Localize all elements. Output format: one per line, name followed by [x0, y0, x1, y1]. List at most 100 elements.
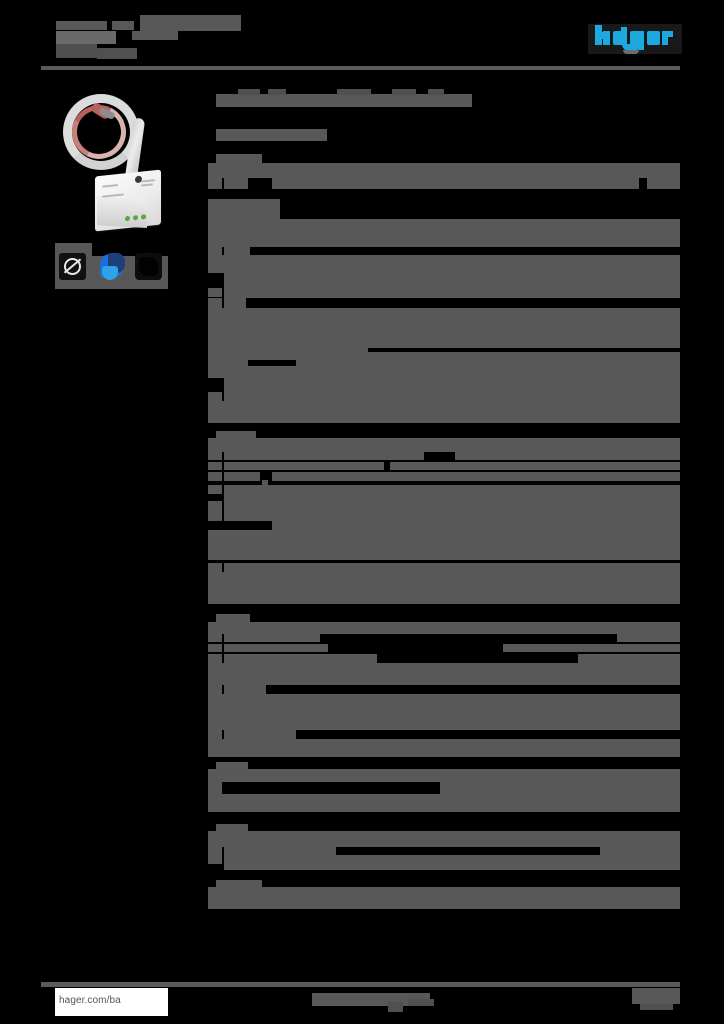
section-3-row-5-body	[224, 501, 680, 521]
section-1-row-value-3	[647, 163, 680, 189]
section-4-row-6-body	[224, 730, 296, 739]
blue-blob-icon	[99, 253, 126, 280]
page-title	[216, 94, 472, 107]
section-3-row-3-bullet	[262, 480, 268, 486]
no-entry-icon	[59, 253, 86, 280]
section-3-heading	[216, 431, 256, 438]
section-7-row-1-body	[208, 887, 680, 909]
section-2-row-1-body	[208, 255, 680, 273]
product-photo	[55, 90, 168, 240]
section-3-row-2-value	[390, 462, 680, 470]
section-4-row-3-label	[208, 654, 222, 663]
section-3-row-3-body	[224, 472, 260, 481]
section-1-row-value-2	[272, 178, 639, 189]
module-print-1	[102, 184, 118, 188]
footer-center-text-2	[388, 1002, 403, 1012]
section-5-heading	[216, 762, 248, 769]
icon-strip-notch	[92, 243, 168, 256]
page-title-accents-3	[337, 89, 371, 95]
section-5-body-tail	[208, 794, 680, 812]
module-print-3	[141, 179, 155, 183]
header-separator	[41, 66, 680, 70]
header-reference-2	[97, 48, 137, 59]
section-2-row-2-body	[250, 273, 680, 298]
section-4-row-3-body	[224, 654, 377, 663]
section-5-row-1-body	[208, 769, 680, 782]
section-2-row-4-label	[208, 348, 222, 356]
section-2-row-3-body	[248, 308, 680, 348]
section-3-row-1-body	[224, 452, 424, 460]
section-2-row-5-label	[208, 366, 222, 375]
hager-logo	[588, 24, 682, 54]
section-5-row-1-value-b	[440, 782, 680, 794]
module-print-4	[141, 183, 153, 187]
section-3-row-2-body	[224, 462, 384, 470]
footer-page-number-2	[640, 1004, 673, 1010]
knx-module-body	[95, 169, 161, 232]
section-6-row-2-value	[600, 847, 680, 855]
logo-shadow	[623, 50, 639, 54]
section-3-body-a	[208, 438, 680, 452]
header-title-line-1	[56, 21, 107, 30]
section-3-row-4-body	[224, 485, 680, 501]
section-2-row-3-label	[208, 298, 222, 308]
section-2-row-1-label	[208, 247, 222, 255]
section-3-row-3-value	[272, 472, 680, 481]
section-2-row-5-body	[224, 366, 680, 383]
section-3-row-2-label	[208, 462, 222, 470]
section-3-row-3-label	[208, 472, 222, 481]
section-3-row-6-body	[208, 530, 680, 560]
section-2-row-6-value	[224, 383, 248, 401]
section-3-tail-body	[224, 563, 680, 572]
section-3-row-5-value	[272, 521, 680, 530]
section-1-block	[208, 163, 680, 178]
section-6-row-2-label	[208, 847, 222, 855]
section-2-row-2-label	[208, 288, 222, 297]
section-4-body-a	[208, 622, 680, 634]
dark-square-icon-shape	[139, 257, 158, 276]
section-4-row-1-label	[208, 634, 222, 642]
section-1-heading	[216, 154, 262, 163]
logo-notch	[622, 44, 640, 51]
footer-center-text-3	[408, 999, 434, 1006]
section-2-row-7-body	[208, 401, 680, 423]
section-4-row-1-value	[617, 634, 680, 642]
header-reference	[56, 44, 97, 58]
section-4-heading	[216, 614, 250, 622]
section-2-row-6-label	[208, 392, 222, 401]
section-2-row-4-body	[296, 352, 680, 366]
section-4-row-6-value	[208, 739, 680, 757]
section-4-row-1-body	[224, 634, 320, 642]
page-subtitle	[216, 129, 327, 141]
no-entry-icon-ring	[64, 258, 81, 275]
section-2-body-a	[208, 219, 680, 247]
section-3-row-1-value	[455, 452, 680, 460]
header-subtitle	[132, 31, 178, 40]
footer-url-box[interactable]: hager.com/ba	[55, 988, 168, 1016]
section-4-row-4-body	[208, 663, 680, 685]
certification-icon-strip	[55, 243, 168, 289]
section-1-row-label	[208, 178, 222, 189]
section-4-row-3-value	[578, 654, 680, 663]
section-7-heading	[216, 880, 262, 887]
section-6-heading	[216, 824, 248, 831]
page-title-accents-2	[268, 89, 286, 95]
section-4-row-2-body	[224, 644, 328, 652]
header-title-line-1c	[140, 15, 241, 31]
section-3-row-4-label	[208, 485, 222, 494]
blue-blob-icon-part-c	[102, 266, 118, 280]
section-4-row-2-value	[503, 644, 680, 652]
section-3-row-5-label	[208, 501, 222, 521]
page-title-accents-5	[428, 89, 444, 95]
dark-square-icon	[135, 253, 162, 280]
page-title-accents	[238, 89, 260, 95]
section-6-row-1-body	[208, 831, 680, 847]
section-6-row-3-body	[224, 855, 680, 870]
section-2-row-1-value	[224, 247, 250, 255]
header-title-line-1b	[112, 21, 134, 30]
footer-separator	[41, 982, 680, 987]
footer-url-text[interactable]: hager.com/ba	[59, 995, 121, 1006]
section-4-row-6-label	[208, 730, 222, 739]
section-6-row-2-body	[224, 847, 336, 855]
